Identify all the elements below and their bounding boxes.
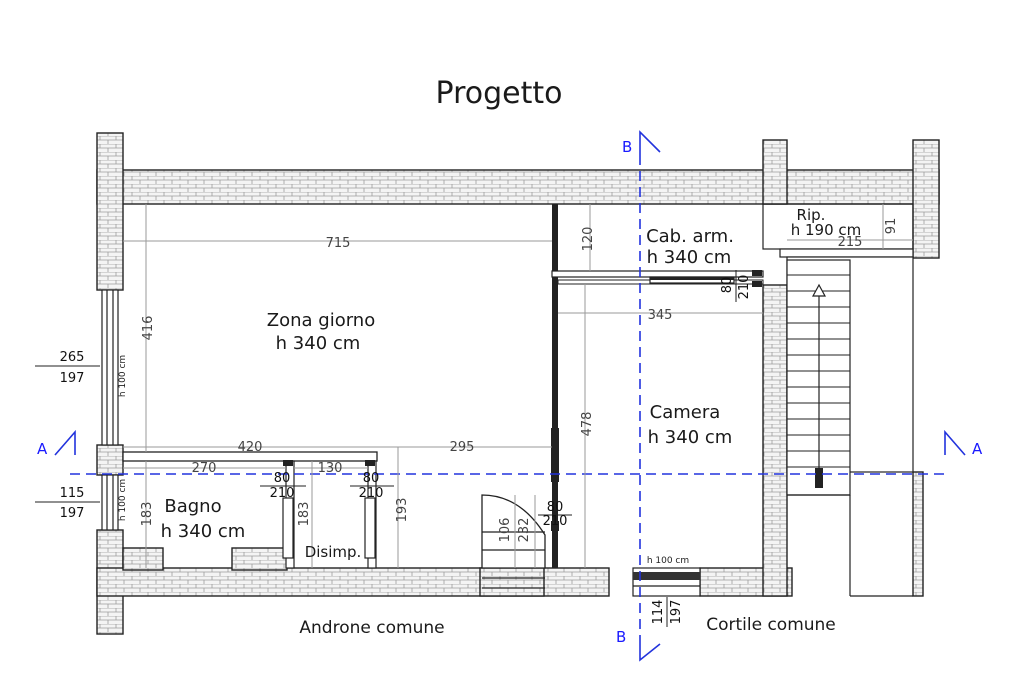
dim-183-bagno: 183 xyxy=(140,502,155,527)
win-left-top-height: 197 xyxy=(60,371,85,386)
win-bottom-width: 114 xyxy=(651,600,666,625)
partition-vertical-main xyxy=(552,204,558,568)
room-cab-arm-height: h 340 cm xyxy=(647,247,732,268)
wall-bagno-bump-right xyxy=(231,547,288,571)
dim-130: 130 xyxy=(318,461,343,476)
cortile-comune-label: Cortile comune xyxy=(706,615,836,635)
wall-stair-left xyxy=(762,284,788,597)
wall-right-bottom xyxy=(912,471,924,597)
wall-left-upper xyxy=(96,132,124,291)
section-lines: B B A A xyxy=(37,130,983,662)
dim-416: 416 xyxy=(141,316,156,341)
room-camera-name: Camera xyxy=(650,402,721,423)
dim-232: 232 xyxy=(517,518,532,543)
room-bagno-height: h 340 cm xyxy=(161,521,246,542)
doors xyxy=(282,270,762,559)
room-ripostiglio-height: h 190 cm xyxy=(791,221,862,239)
wall-right-top xyxy=(912,139,940,259)
room-disimpegno-name: Disimp. xyxy=(305,543,362,561)
staircase xyxy=(786,256,914,597)
dim-193: 193 xyxy=(395,498,410,523)
sill-labels: h 100 cm h 100 cm h 100 cm xyxy=(118,355,689,566)
door-disimp-icon xyxy=(365,460,375,466)
room-bagno-name: Bagno xyxy=(164,496,221,517)
dim-715: 715 xyxy=(326,236,351,251)
room-zona-giorno-name: Zona giorno xyxy=(267,310,375,331)
dimension-lines xyxy=(123,204,913,568)
opening-labels: 265 197 115 197 114 197 80 210 80 210 80… xyxy=(35,270,752,627)
room-ripostiglio-name: Rip. xyxy=(797,206,826,224)
door-disimp-width: 80 xyxy=(363,471,380,486)
dim-106: 106 xyxy=(498,518,513,543)
section-b-bottom-label: B xyxy=(616,628,626,646)
dim-120: 120 xyxy=(581,227,596,252)
room-zona-giorno-height: h 340 cm xyxy=(276,333,361,354)
win-left-bottom-height: 197 xyxy=(60,506,85,521)
room-cab-arm-name: Cab. arm. xyxy=(646,226,734,247)
dim-215: 215 xyxy=(838,235,863,250)
partition-rip-bottom xyxy=(779,248,914,258)
door-bagno-width: 80 xyxy=(274,471,291,486)
wall-column-center xyxy=(762,139,788,205)
section-b-top-label: B xyxy=(622,138,632,156)
room-camera-height: h 340 cm xyxy=(648,427,733,448)
wall-bottom-niche xyxy=(479,567,545,597)
win-left-bottom-width: 115 xyxy=(60,486,85,501)
dim-295: 295 xyxy=(450,440,475,455)
dim-183-disimp: 183 xyxy=(297,502,312,527)
wall-top xyxy=(96,169,940,205)
dim-91: 91 xyxy=(884,218,899,235)
win-bottom-height: 197 xyxy=(669,600,684,625)
dim-478: 478 xyxy=(580,412,595,437)
left-windows xyxy=(101,289,119,531)
door-bagno-height: 210 xyxy=(270,486,295,501)
door-cab-height: 210 xyxy=(737,275,752,300)
plan-title: Progetto xyxy=(436,76,563,111)
door-camera-icon xyxy=(551,428,559,482)
wall-left-middle xyxy=(96,444,124,476)
section-a-right-label: A xyxy=(972,440,983,458)
outside-labels: Androne comune Cortile comune xyxy=(299,615,835,638)
sill-bottom: h 100 cm xyxy=(647,556,689,566)
dim-420: 420 xyxy=(238,440,263,455)
androne-comune-label: Androne comune xyxy=(299,618,444,638)
dimension-labels: 715 416 120 345 215 91 478 420 295 270 1… xyxy=(140,218,899,543)
section-a-left-label: A xyxy=(37,440,48,458)
partition-bagno-top xyxy=(122,451,378,462)
dim-270: 270 xyxy=(192,461,217,476)
dim-345: 345 xyxy=(648,308,673,323)
sill-left-bottom: h 100 cm xyxy=(118,479,128,521)
partition-cab xyxy=(551,270,764,278)
wall-bagno-bump-left xyxy=(122,547,164,571)
door-cab-width: 80 xyxy=(720,277,735,294)
stair-arrow-icon xyxy=(811,283,827,297)
room-labels: Zona giorno h 340 cm Camera h 340 cm Cab… xyxy=(161,206,862,561)
door-disimp-height: 210 xyxy=(359,486,384,501)
door-bagno-icon xyxy=(283,460,293,466)
door-camera-width: 80 xyxy=(547,500,564,515)
bottom-window xyxy=(632,567,701,597)
door-camera-height: 210 xyxy=(543,514,568,529)
win-left-top-width: 265 xyxy=(60,350,85,365)
sill-left-top: h 100 cm xyxy=(118,355,128,397)
